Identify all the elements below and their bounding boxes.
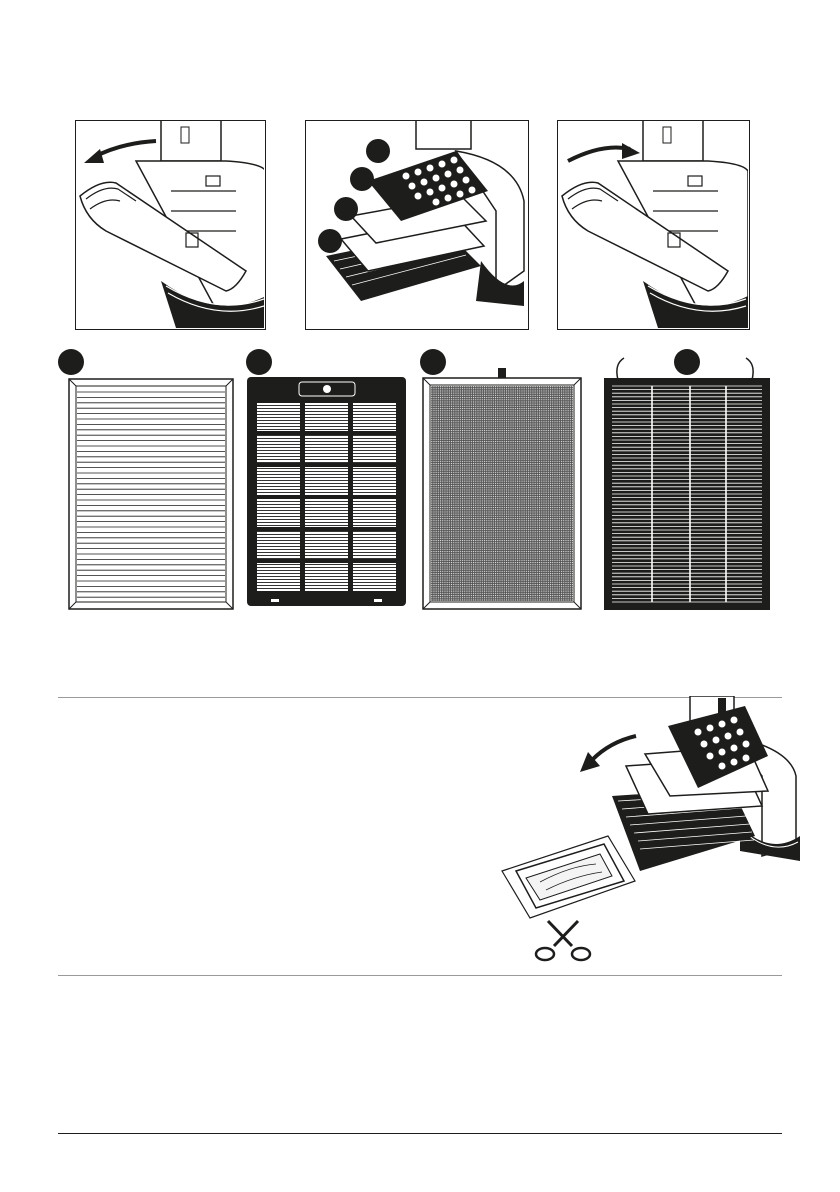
layer-marker-1: [366, 139, 390, 163]
filter-3-hepa: [422, 368, 582, 610]
unpack-filter-illustration: [500, 696, 800, 968]
step-1-illustration: [76, 121, 264, 328]
layer-marker-2: [350, 167, 374, 191]
step-1-open-cover-panel: [75, 120, 266, 330]
layer-marker-3: [334, 197, 358, 221]
filter-marker-1: [58, 349, 84, 375]
filter-2-carbon: [247, 377, 406, 606]
filter-4-pleated: [604, 356, 770, 610]
section-divider-2: [58, 975, 782, 976]
filter-marker-2: [246, 349, 272, 375]
scissors-icon: [536, 921, 590, 960]
footer-rule: [58, 1133, 782, 1134]
step-3-close-cover-panel: [557, 120, 750, 330]
curved-arrow-left-icon: [84, 141, 156, 163]
step-2-filter-stack-panel: [305, 120, 529, 330]
filter-1-prefilter: [68, 378, 234, 610]
step-2-illustration: [306, 121, 527, 328]
layer-marker-4: [318, 229, 342, 253]
step-3-illustration: [558, 121, 748, 328]
curved-arrow-right-icon: [568, 143, 640, 161]
